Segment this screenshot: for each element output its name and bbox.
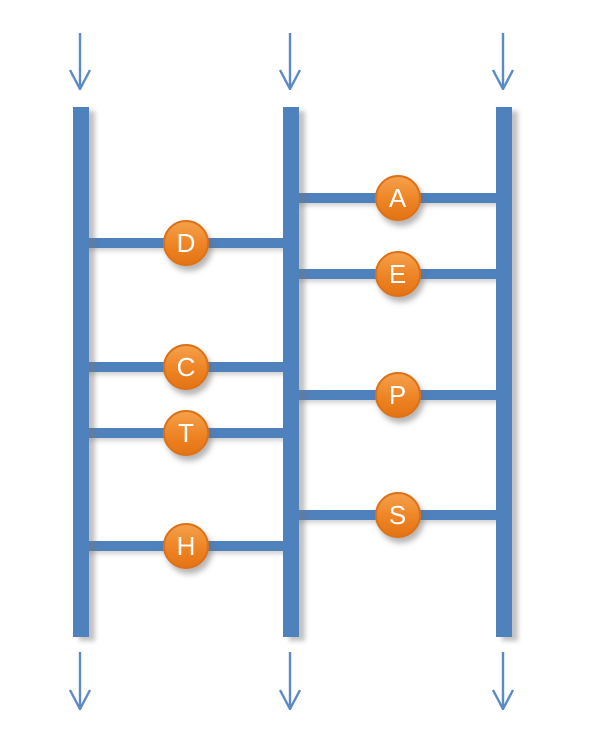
down-arrow-top-left <box>67 33 93 92</box>
node-letter: A <box>388 183 407 213</box>
rail-left <box>73 107 89 637</box>
down-arrow-icon <box>68 652 92 712</box>
rail-right <box>496 107 512 637</box>
node-T: T <box>163 410 209 456</box>
node-H: H <box>163 523 209 569</box>
node-letter: H <box>176 531 196 561</box>
node-letter: S <box>388 500 407 530</box>
node-letter: E <box>388 259 407 289</box>
node-D: D <box>163 220 209 266</box>
node-letter: D <box>176 228 196 258</box>
down-arrow-bottom-right <box>490 652 516 712</box>
down-arrow-bottom-left <box>67 652 93 712</box>
down-arrow-icon <box>278 652 302 712</box>
down-arrow-icon <box>491 652 515 712</box>
down-arrow-top-right <box>490 33 516 92</box>
rail-middle <box>283 107 299 637</box>
down-arrow-top-middle <box>277 33 303 92</box>
node-E: E <box>374 251 421 297</box>
node-S: S <box>374 492 421 538</box>
node-letter: T <box>178 418 194 448</box>
node-letter: C <box>176 352 196 382</box>
down-arrow-icon <box>491 33 515 92</box>
node-letter: P <box>388 380 407 410</box>
down-arrow-bottom-middle <box>277 652 303 712</box>
node-C: C <box>163 344 209 390</box>
node-A: A <box>374 175 421 221</box>
down-arrow-icon <box>278 33 302 92</box>
node-P: P <box>374 372 421 418</box>
down-arrow-icon <box>68 33 92 92</box>
